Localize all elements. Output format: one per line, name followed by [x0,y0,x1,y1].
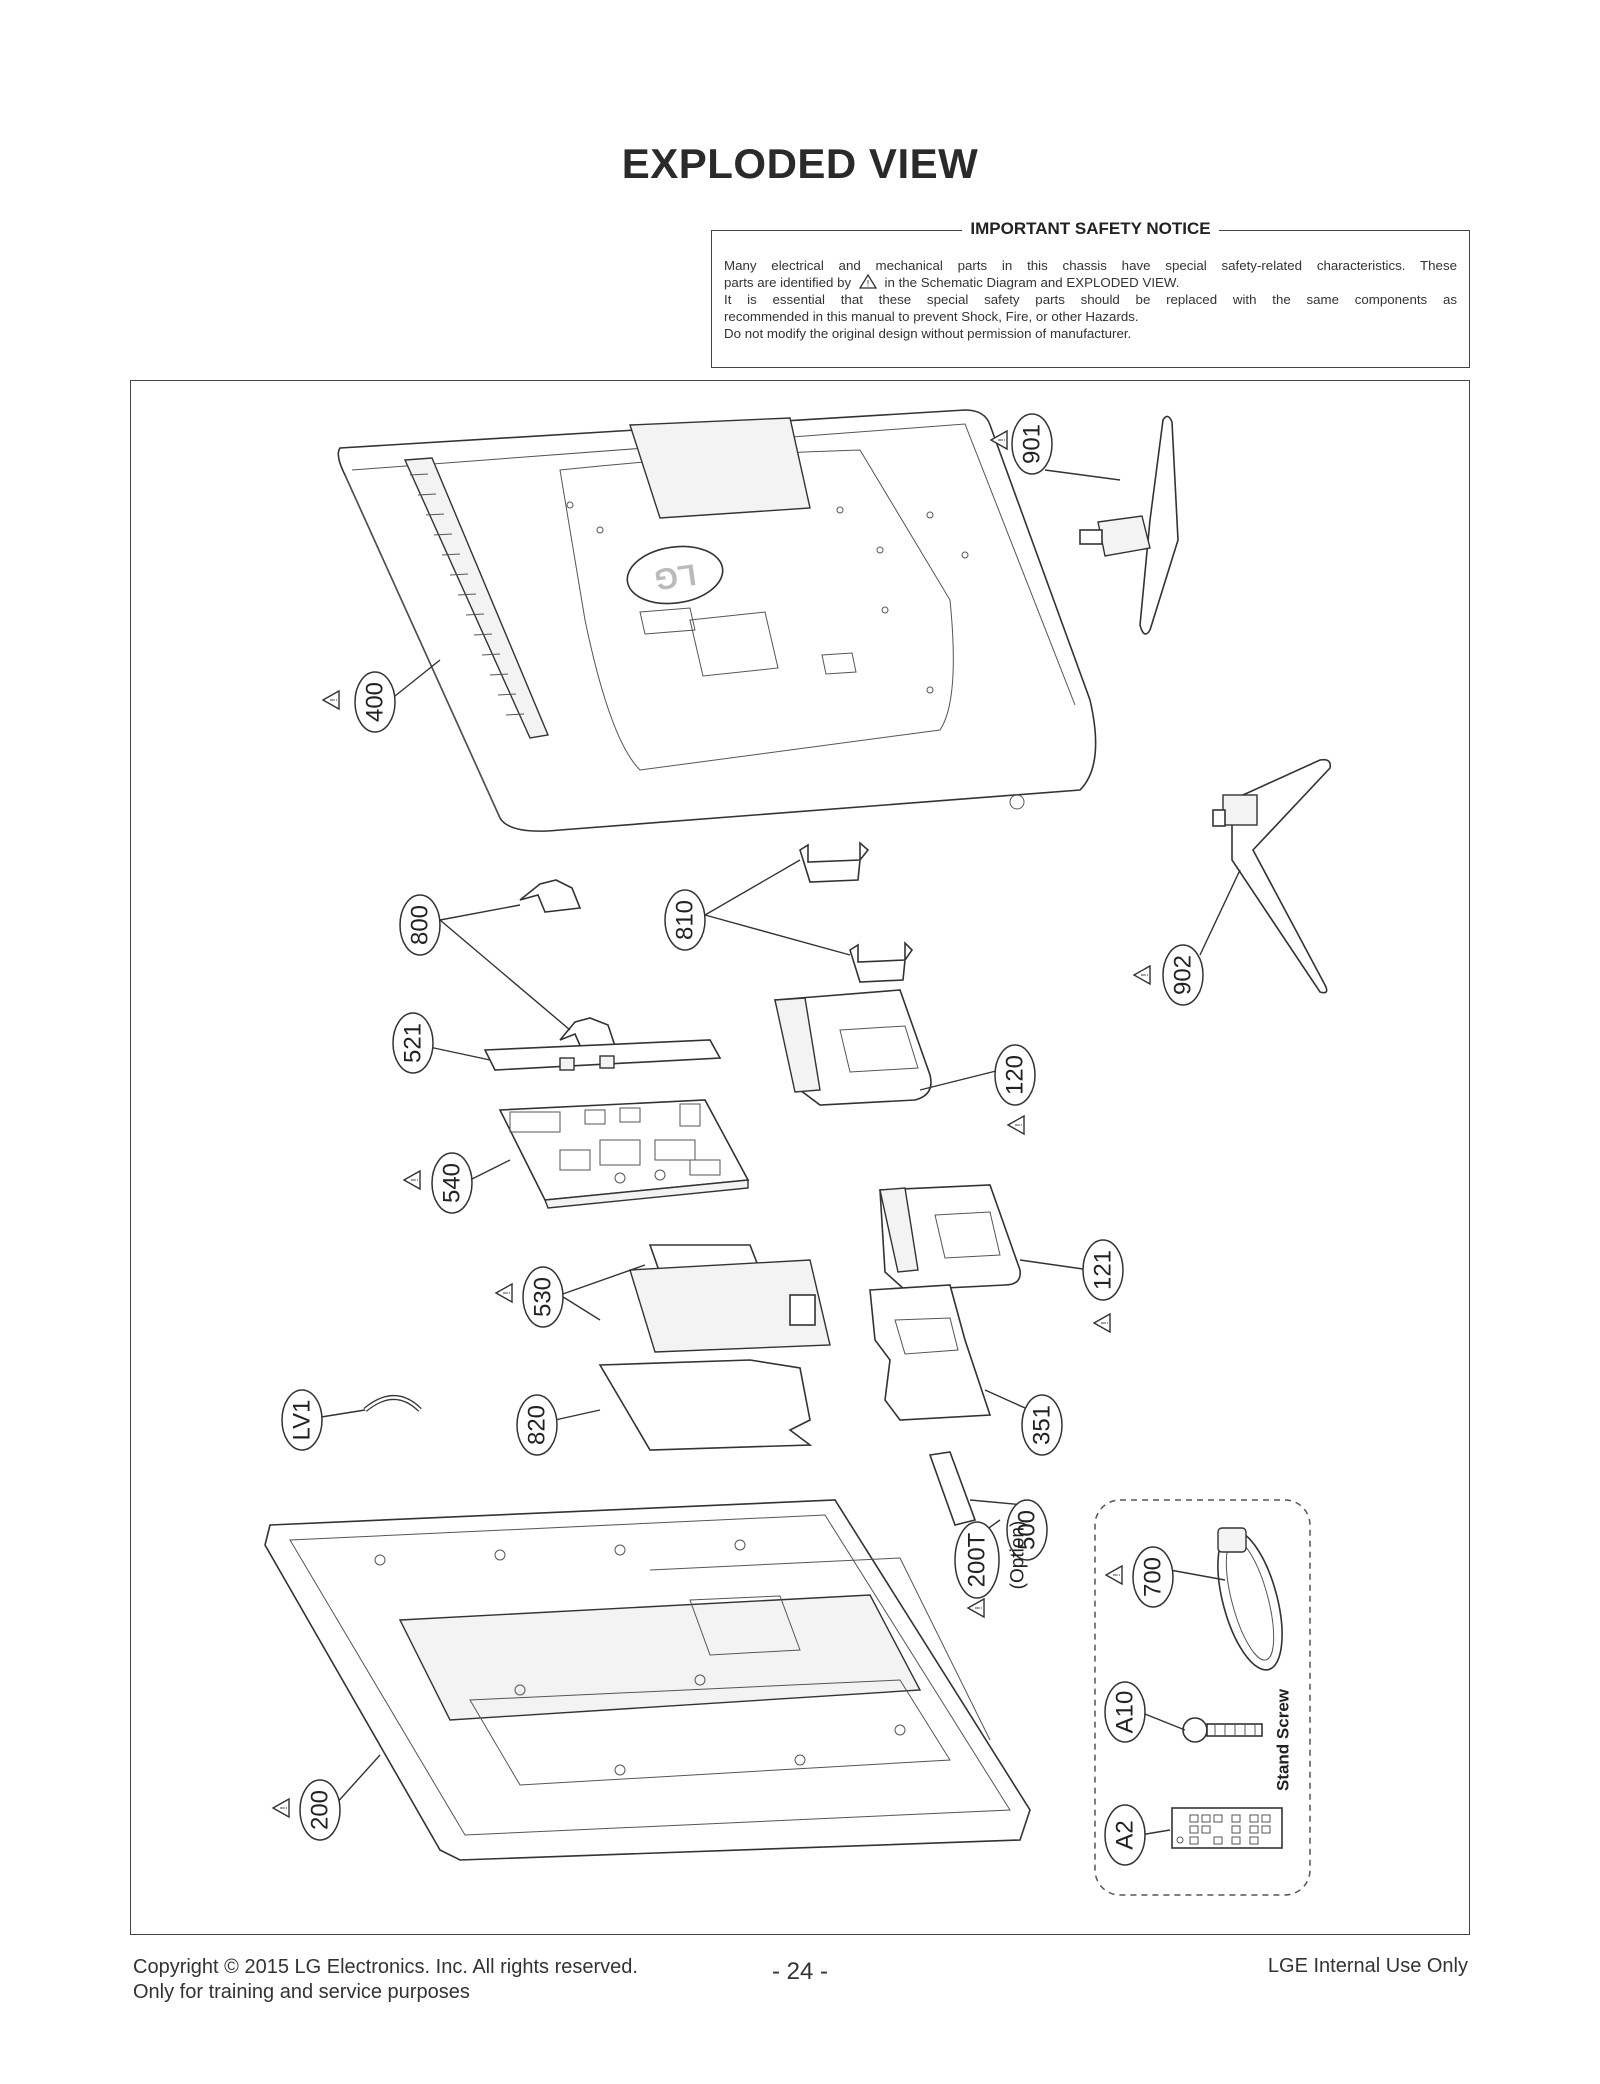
option-note: (Option) [1008,1521,1029,1590]
notice-line-5: Do not modify the original design withou… [724,326,1132,341]
bracket-part-800 [519,879,617,1051]
svg-text:351: 351 [1029,1405,1056,1445]
svg-text:LV1: LV1 [289,1400,316,1441]
callout-530: 530 [495,1266,564,1328]
svg-text:200: 200 [307,1790,334,1830]
diagram-frame [130,380,1470,1935]
notice-line-3: It is essential that these special safet… [724,292,1457,307]
callout-200: 200 [272,1779,341,1841]
callout-810: 810 [664,889,706,951]
svg-text:500: 500 [1014,1510,1041,1550]
stand-screw-a10 [1182,1717,1263,1743]
svg-text:700: 700 [1140,1557,1167,1597]
svg-text:800: 800 [407,905,434,945]
page-title: EXPLODED VIEW [621,140,979,187]
callout-500: 500 [1006,1499,1048,1561]
callout-120: 120 [994,1044,1036,1135]
stand-base-part-901 [1079,415,1179,635]
back-cover-logo: LG [652,557,698,595]
callout-lv1: LV1 [281,1389,323,1451]
safety-notice-box: IMPORTANT SAFETY NOTICE Many electrical … [711,219,1470,368]
part-500 [928,1451,977,1526]
svg-text:A2: A2 [1112,1820,1139,1849]
safety-notice-heading: IMPORTANT SAFETY NOTICE [712,219,1469,239]
svg-text:820: 820 [524,1405,551,1445]
notice-line-4: recommended in this manual to prevent Sh… [724,309,1139,324]
callout-a10: A10 [1104,1681,1146,1743]
notice-line-2: parts are identified by ! in the Schemat… [724,273,1180,290]
bracket-part-351 [869,1284,992,1421]
callout-521: 521 [392,1012,434,1074]
safety-notice-text: Many electrical and mechanical parts in … [724,257,1457,342]
footer-copyright: Copyright © 2015 LG Electronics. Inc. Al… [133,1955,638,2005]
stand-screw-label: Stand Screw [1274,1688,1293,1791]
svg-text:901: 901 [1019,424,1046,464]
speaker-part-121 [879,1184,1022,1291]
svg-text:521: 521 [400,1023,427,1063]
copyright-text: Copyright © 2015 LG Electronics. Inc. Al… [133,1956,638,1978]
svg-text:!: ! [867,279,870,289]
exploded-view-diagram: ! LG [264,409,1332,1896]
cable-part-lv1 [363,1395,422,1412]
bracket-part-810 [799,841,914,983]
speaker-part-120 [773,989,932,1106]
svg-text:120: 120 [1002,1055,1029,1095]
callout-820: 820 [516,1394,558,1456]
accessory-group [1094,1499,1311,1896]
svg-text:530: 530 [530,1277,557,1317]
svg-text:902: 902 [1170,955,1197,995]
stand-neck-part-902 [1212,758,1332,994]
svg-text:810: 810 [672,900,699,940]
bracket-bar-part-521 [483,1039,722,1071]
callout-400: 400 [322,671,396,733]
leader-lines [314,469,1241,1836]
callout-901: 901 [990,413,1053,475]
svg-text:A10: A10 [1112,1691,1139,1734]
notice-line-1: Many electrical and mechanical parts in … [724,258,1457,273]
callout-540: 540 [403,1152,473,1214]
callout-a2: A2 [1104,1804,1146,1866]
callout-200t: 200T (Option) [954,1521,1029,1618]
warning-triangle-icon: ! [858,273,878,289]
training-text: Only for training and service purposes [133,1981,470,2003]
label-sheet-a2 [1171,1807,1283,1849]
internal-use-label: LGE Internal Use Only [1267,1955,1468,1977]
page-number: - 24 - [771,1958,828,1985]
power-board-part-530 [629,1244,831,1353]
svg-text:400: 400 [362,682,389,722]
svg-text:121: 121 [1090,1250,1117,1290]
callout-902: 902 [1133,944,1204,1006]
callout-351: 351 [1021,1394,1063,1456]
callout-700: 700 [1105,1546,1174,1608]
main-board-part-540 [498,1099,750,1209]
insulation-sheet-part-820 [598,1359,813,1451]
callout-121: 121 [1082,1239,1124,1333]
callout-800: 800 [399,894,441,956]
svg-text:200T: 200T [964,1532,991,1587]
back-cover-part-400: LG [337,409,1097,832]
svg-text:540: 540 [439,1163,466,1203]
lcd-panel-part-200 [264,1499,1031,1861]
